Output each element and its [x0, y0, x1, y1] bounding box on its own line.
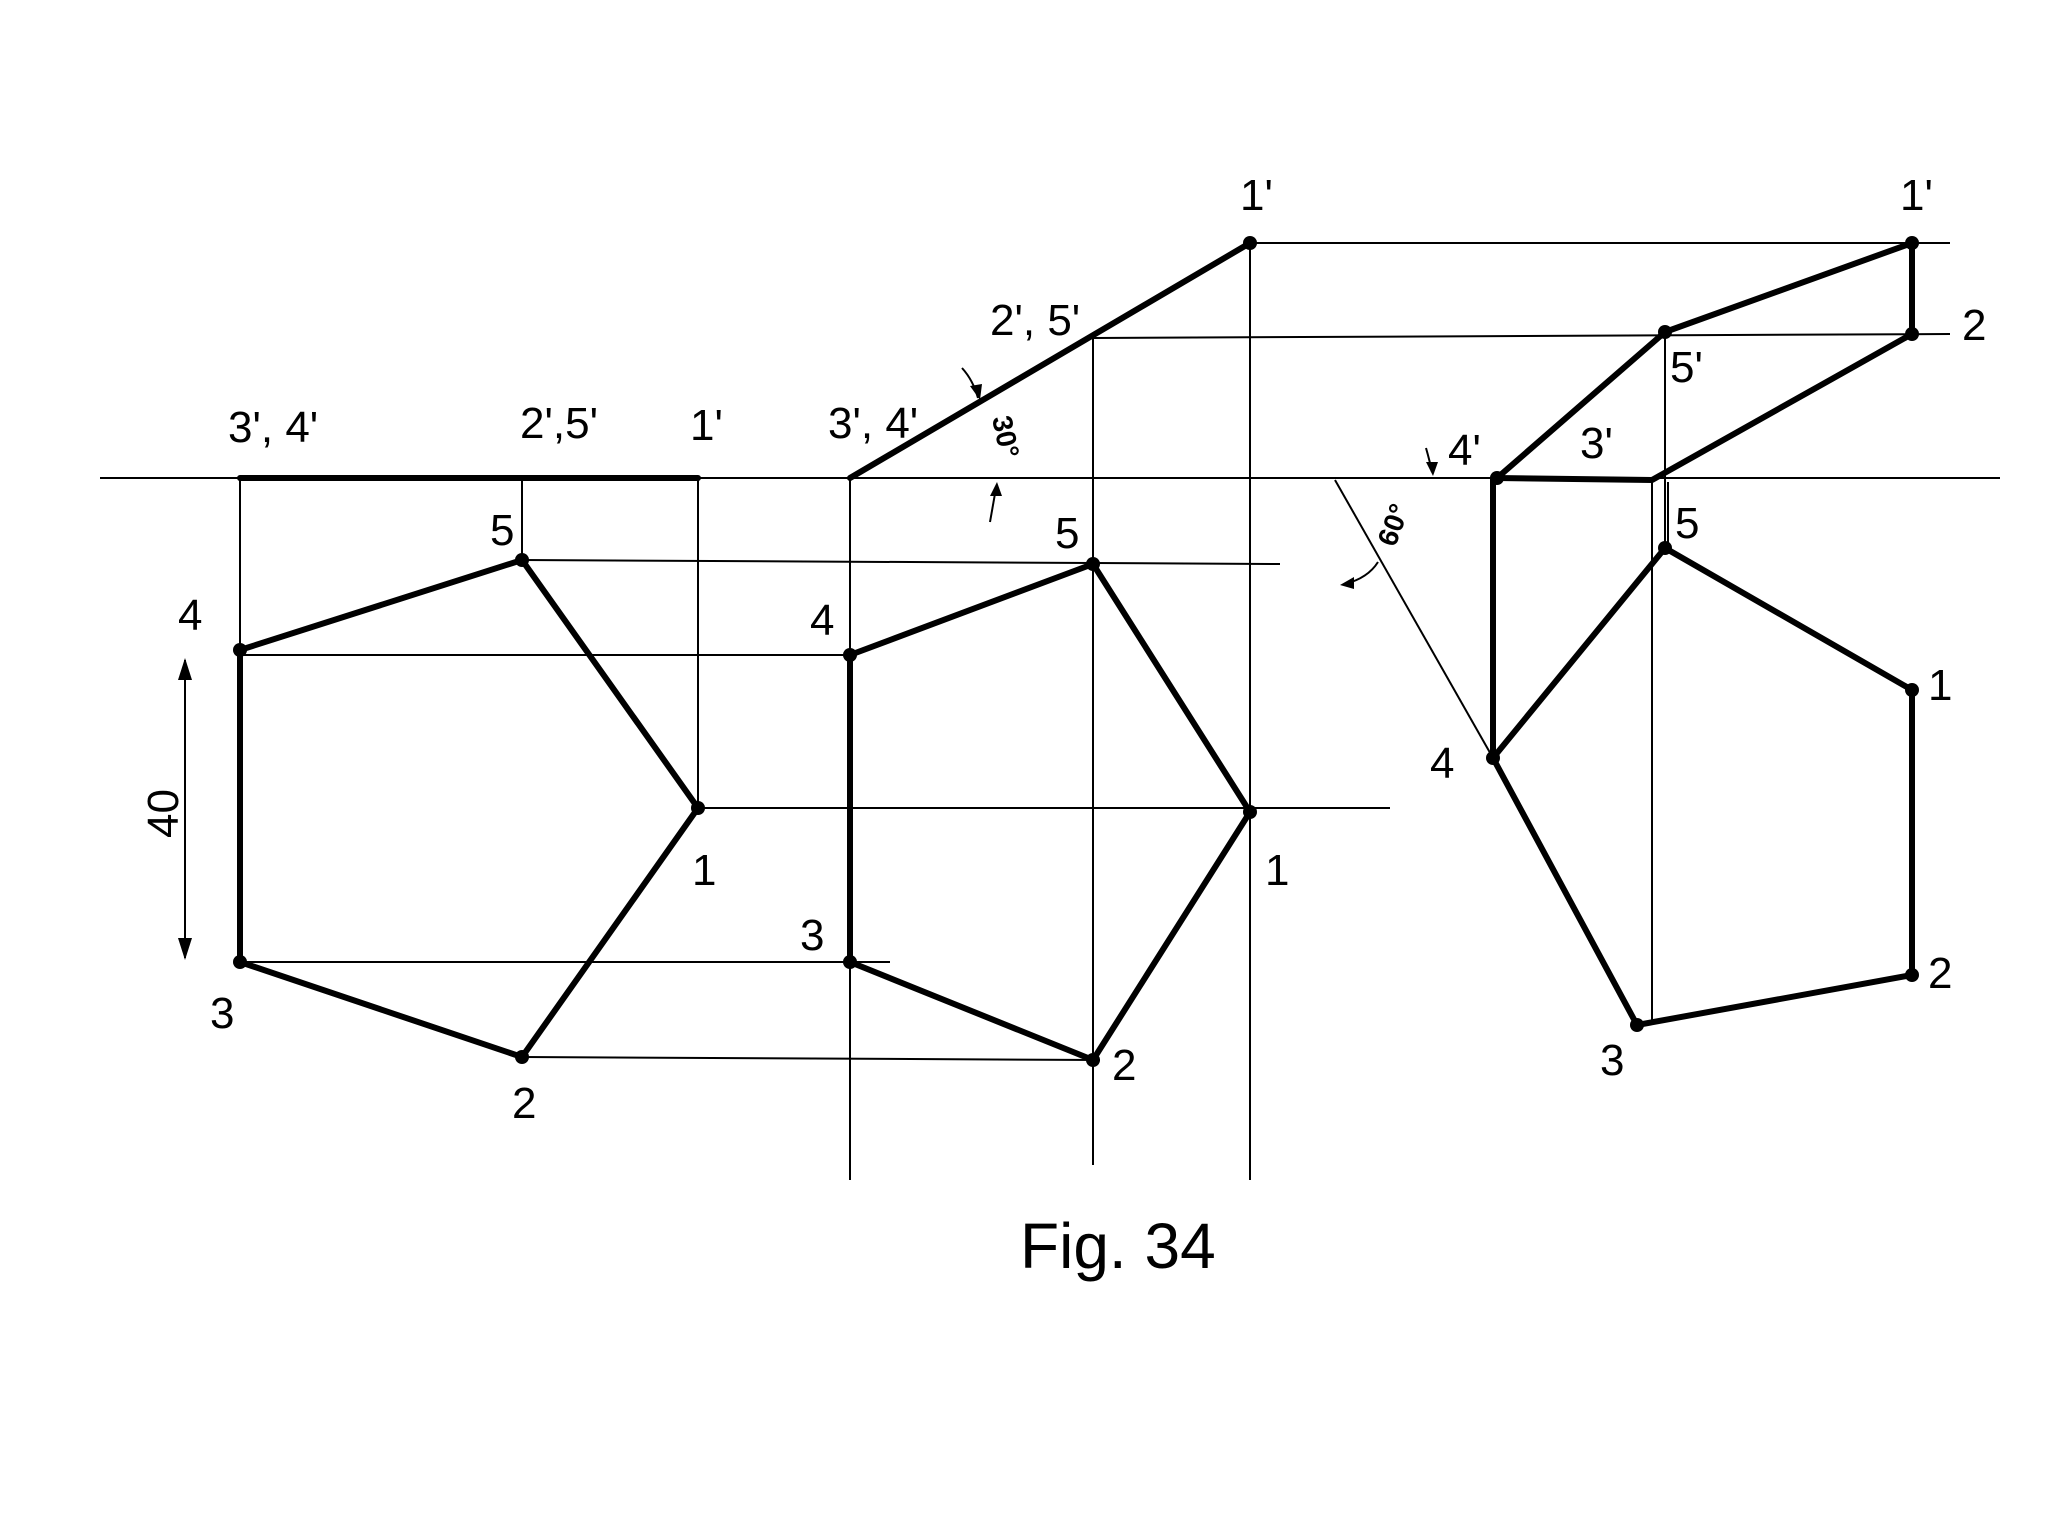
angle-arrow [1340, 577, 1354, 589]
object-lines [237, 240, 1915, 1063]
vertex-dot [1086, 557, 1100, 571]
projector-line [521, 1056, 1101, 1061]
label-5-prime: 5' [1670, 343, 1703, 392]
inclined-edge-30 [847, 240, 1253, 481]
vertex-points [233, 236, 1919, 1067]
view-2-labels: 1' 2', 5' 3', 4' 30° 5 4 1 3 2 [800, 171, 1289, 1090]
label-point-1: 1 [1265, 846, 1289, 895]
label-point-5: 5 [490, 506, 514, 555]
label-point-5: 5 [1675, 499, 1699, 548]
vertex-dot [233, 643, 247, 657]
label-1-prime: 1' [1900, 171, 1933, 220]
vertex-dot [1243, 236, 1257, 250]
dimension-arrow [178, 938, 192, 960]
pentagon-view-2 [847, 561, 1253, 1063]
vertex-dot [1490, 471, 1504, 485]
label-2-5-prime: 2',5' [520, 399, 598, 448]
projector-line [1092, 333, 1951, 339]
label-point-4: 4 [1430, 739, 1454, 788]
vertex-dot [1905, 327, 1919, 341]
vertex-dot [691, 801, 705, 815]
label-point-5: 5 [1055, 509, 1079, 558]
label-point-3: 3 [210, 989, 234, 1038]
vertex-dot [1086, 1053, 1100, 1067]
label-2-5-prime: 2', 5' [990, 296, 1080, 345]
angle-label-60: 60° [1372, 500, 1416, 550]
label-point-3: 3 [1600, 1036, 1624, 1085]
shape-view-3 [1490, 545, 1915, 1028]
label-point-1: 1 [692, 846, 716, 895]
vertex-dot [515, 553, 529, 567]
pentagon-view-1 [237, 557, 701, 1060]
label-point-2: 2 [1928, 949, 1952, 998]
label-point-3: 3 [800, 911, 824, 960]
label-3-4-prime: 3', 4' [828, 399, 918, 448]
vertex-dot [843, 648, 857, 662]
vertex-dot [1658, 325, 1672, 339]
vertex-dot [515, 1050, 529, 1064]
dimension-arrow [178, 658, 192, 680]
vertex-dot [1905, 683, 1919, 697]
label-point-2: 2 [1112, 1041, 1136, 1090]
vertex-dot [1243, 805, 1257, 819]
vertex-dot [233, 955, 247, 969]
vertex-dot [1486, 751, 1500, 765]
view-1-labels: 3', 4' 2',5' 1' 5 4 1 3 2 40 [139, 399, 723, 1128]
projector-line [521, 559, 1281, 565]
vertex-dot [1630, 1018, 1644, 1032]
view-3-labels: 1' 2 5' 4' 3' 60° 5 1 4 2 3 [1372, 171, 1987, 1085]
angle-reference-line [1334, 479, 1494, 759]
label-point-4: 4 [810, 596, 834, 645]
angle-arrow [1426, 462, 1438, 476]
dimension-40-label: 40 [139, 789, 188, 838]
vertex-dot [1905, 236, 1919, 250]
figure-caption: Fig. 34 [1020, 1210, 1216, 1282]
label-3-4-prime: 3', 4' [228, 403, 318, 452]
label-point-2: 2 [512, 1079, 536, 1128]
vertex-dot [843, 955, 857, 969]
angle-arrow [990, 482, 1002, 496]
label-3-prime: 3' [1580, 419, 1613, 468]
label-1-prime: 1' [690, 401, 723, 450]
vertex-dot [1905, 968, 1919, 982]
angle-arrow [970, 384, 982, 400]
label-point-1: 1 [1928, 661, 1952, 710]
angle-label-30: 30° [986, 413, 1025, 461]
vertex-dot [1658, 541, 1672, 555]
label-point-4: 4 [178, 591, 202, 640]
top-shape-view-3 [1494, 240, 1915, 483]
label-4-prime: 4' [1448, 426, 1481, 475]
label-1-prime: 1' [1240, 171, 1273, 220]
label-2: 2 [1962, 301, 1986, 350]
